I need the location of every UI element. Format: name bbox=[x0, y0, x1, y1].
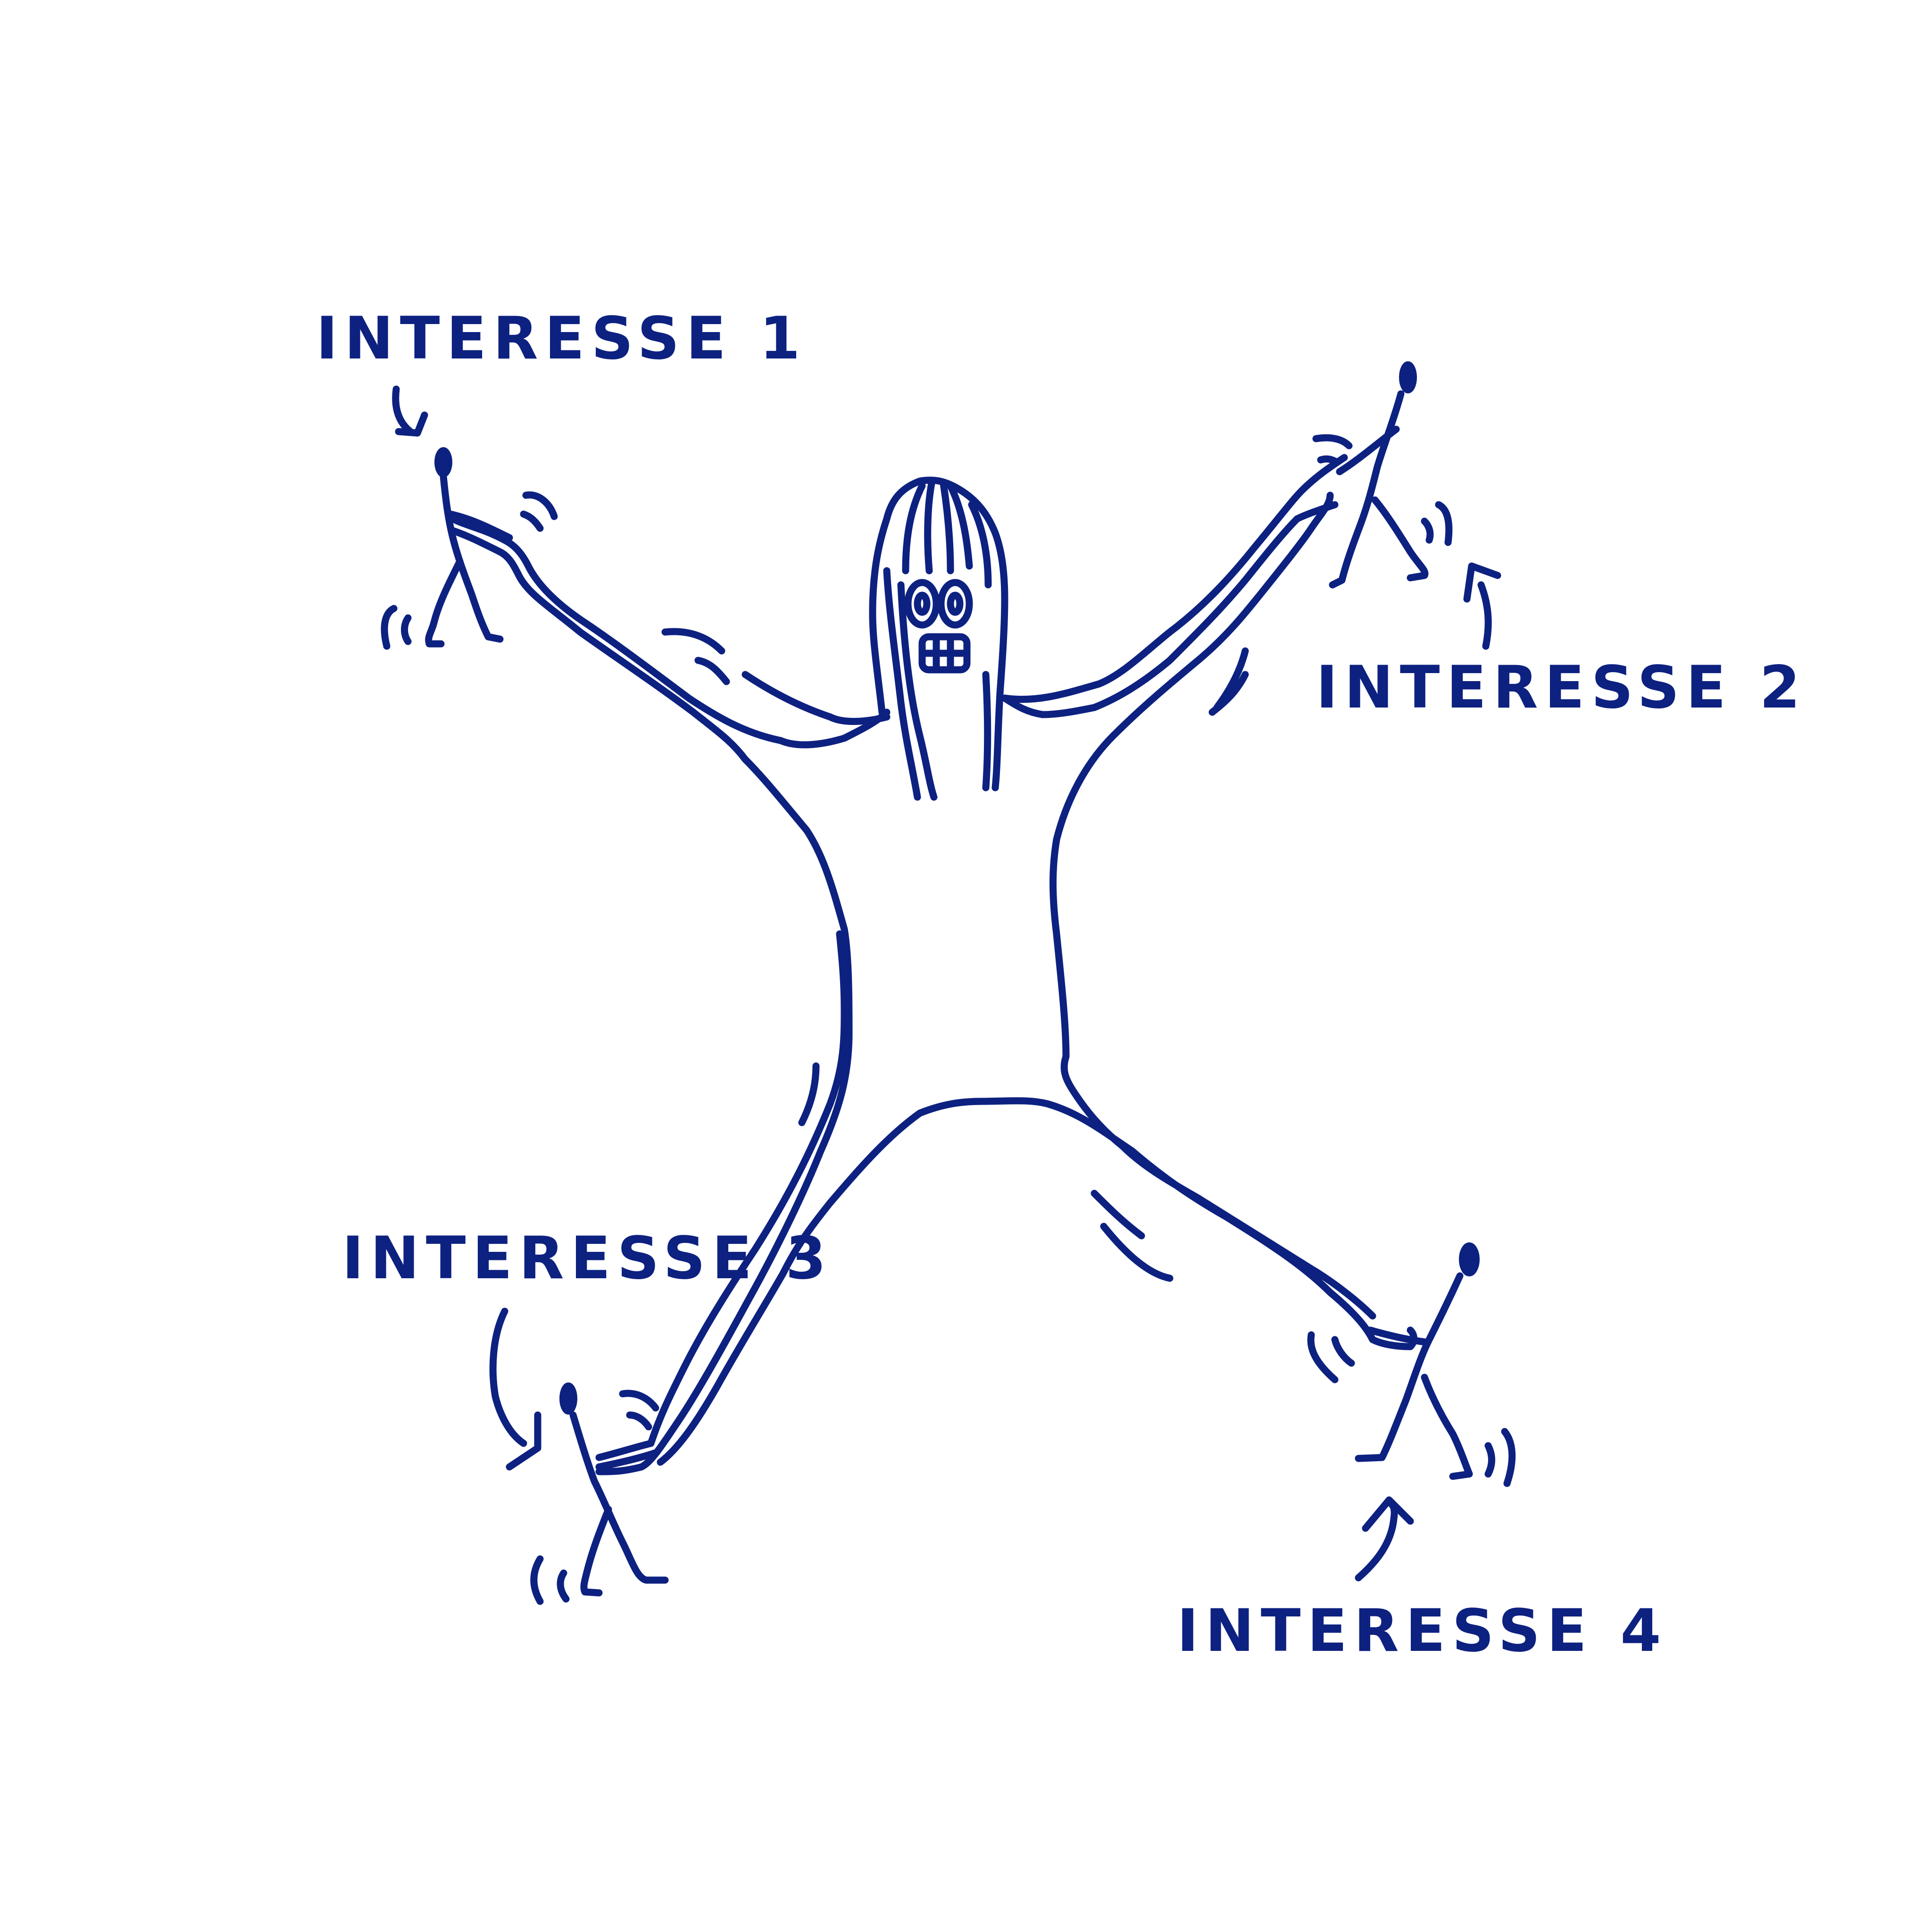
figure-left-pupil-icon bbox=[914, 591, 931, 616]
interest-1-head-icon bbox=[434, 447, 452, 477]
figure-body-outline bbox=[449, 515, 891, 1475]
motion-marks-figure bbox=[661, 628, 1249, 1282]
figure-body-outline-right bbox=[657, 491, 1417, 1466]
interest-1-stick-figure bbox=[381, 447, 558, 650]
interest-3-stick-figure bbox=[530, 1382, 669, 1605]
figure-teeth-mouth-icon bbox=[918, 633, 971, 674]
interest-2-head-icon bbox=[1399, 361, 1417, 393]
figure-right-eye-icon bbox=[937, 579, 973, 629]
interest-4-stick-figure bbox=[1307, 1242, 1516, 1487]
interest-1-label: INTERESSE 1 bbox=[316, 305, 807, 373]
figure-left-eye-icon bbox=[904, 579, 940, 629]
figure-arm-left-outline bbox=[741, 671, 891, 725]
interest-3-motion-marks bbox=[530, 1390, 659, 1605]
interest-3-group: INTERESSE 3 bbox=[342, 1224, 833, 1605]
interest-3-arrow-icon bbox=[489, 1307, 541, 1471]
figure-right-pupil-icon bbox=[947, 591, 964, 616]
interest-4-head-icon bbox=[1459, 1242, 1480, 1276]
interest-4-label: INTERESSE 4 bbox=[1177, 1597, 1668, 1665]
interest-4-motion-marks bbox=[1307, 1331, 1516, 1487]
central-stretched-figure bbox=[449, 454, 1417, 1475]
interest-2-motion-marks bbox=[1312, 434, 1453, 546]
interest-3-label: INTERESSE 3 bbox=[342, 1224, 833, 1292]
interest-1-group: INTERESSE 1 bbox=[316, 305, 807, 650]
interest-2-group: INTERESSE 2 bbox=[1312, 361, 1807, 722]
interest-4-arrow-icon bbox=[1355, 1496, 1414, 1582]
figure-hair-strands bbox=[883, 480, 992, 801]
interest-3-head-icon bbox=[559, 1382, 577, 1415]
figure-head-outline bbox=[869, 476, 1008, 791]
interest-1-arrow-icon bbox=[392, 385, 428, 437]
interest-2-arrow-icon bbox=[1463, 562, 1501, 650]
interest-2-label: INTERESSE 2 bbox=[1316, 654, 1807, 722]
interest-4-group: INTERESSE 4 bbox=[1177, 1242, 1668, 1665]
interest-2-stick-figure bbox=[1312, 361, 1453, 589]
figure-arm-right-outline bbox=[1001, 454, 1348, 703]
interest-1-motion-marks bbox=[381, 491, 558, 650]
